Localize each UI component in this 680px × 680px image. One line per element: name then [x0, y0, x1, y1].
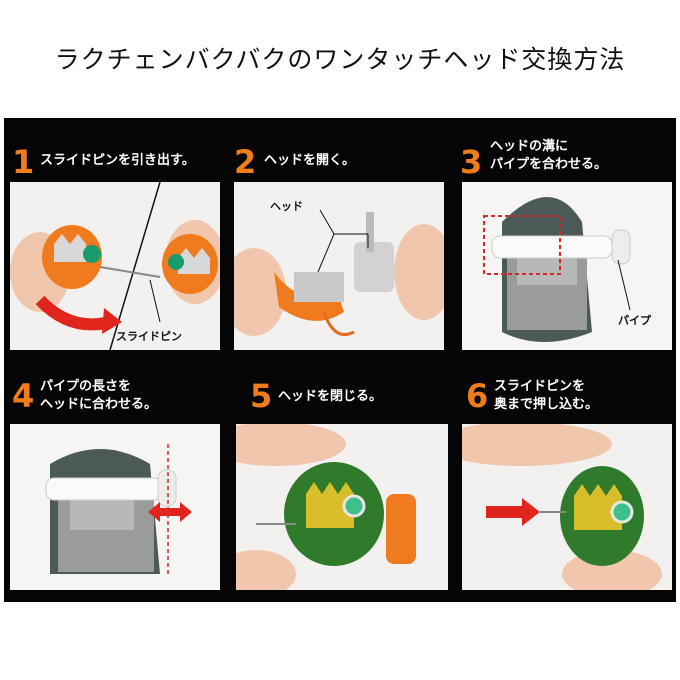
step-6-photo — [462, 424, 672, 590]
step-4-number: 4 — [12, 377, 35, 415]
page-title: ラクチェンバクバクのワンタッチヘッド交換方法 — [54, 45, 626, 74]
step-3-photo: パイプ — [462, 182, 672, 350]
step-3-number: 3 — [460, 143, 483, 181]
step-4-photo — [10, 424, 220, 590]
step-5-number: 5 — [250, 377, 273, 415]
step-5-photo — [236, 424, 448, 590]
step-2-photo: ヘッド — [234, 182, 444, 350]
step-1-photo: スライドピン — [10, 182, 220, 350]
step-1-label: スライドピン — [116, 330, 182, 343]
step-2-label: ヘッド — [270, 200, 303, 213]
step-3-label: パイプ — [618, 313, 652, 327]
step-3-caption: ヘッドの溝に パイプを合わせる。 — [490, 139, 608, 172]
step-4-caption: パイプの長さを ヘッドに合わせる。 — [40, 379, 158, 412]
step-1-number: 1 — [12, 143, 35, 181]
step-1-caption: スライドピンを引き出す。 — [40, 153, 195, 168]
step-5-caption: ヘッドを閉じる。 — [278, 389, 383, 404]
step-6-number: 6 — [466, 377, 489, 415]
step-2-caption: ヘッドを開く。 — [264, 153, 356, 168]
step-6-caption: スライドピンを 奥まで押し込む。 — [494, 379, 599, 412]
step-2-number: 2 — [234, 143, 257, 181]
